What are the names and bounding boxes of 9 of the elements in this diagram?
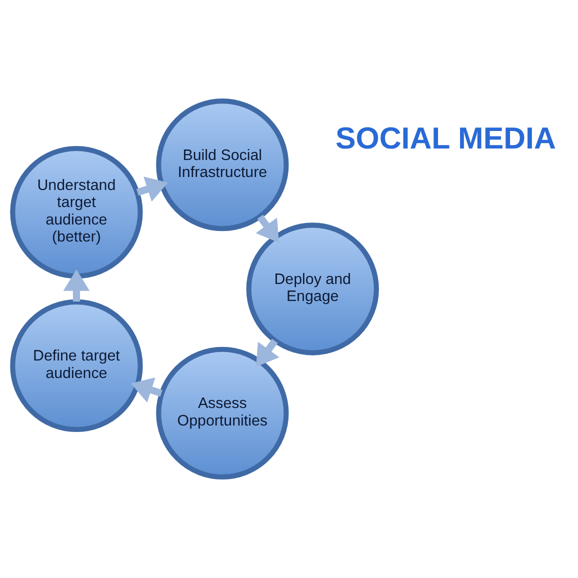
arrow <box>63 269 90 302</box>
arrow <box>256 338 280 367</box>
label: SOCIAL MEDIA <box>335 122 556 156</box>
arrow <box>256 214 280 243</box>
node-circle: Define target audience <box>10 299 143 432</box>
node-circle: Assess Opportunities <box>156 346 289 480</box>
node-circle: Understand target audience (better) <box>10 146 143 279</box>
arrow <box>136 176 168 202</box>
arrow <box>130 378 162 403</box>
